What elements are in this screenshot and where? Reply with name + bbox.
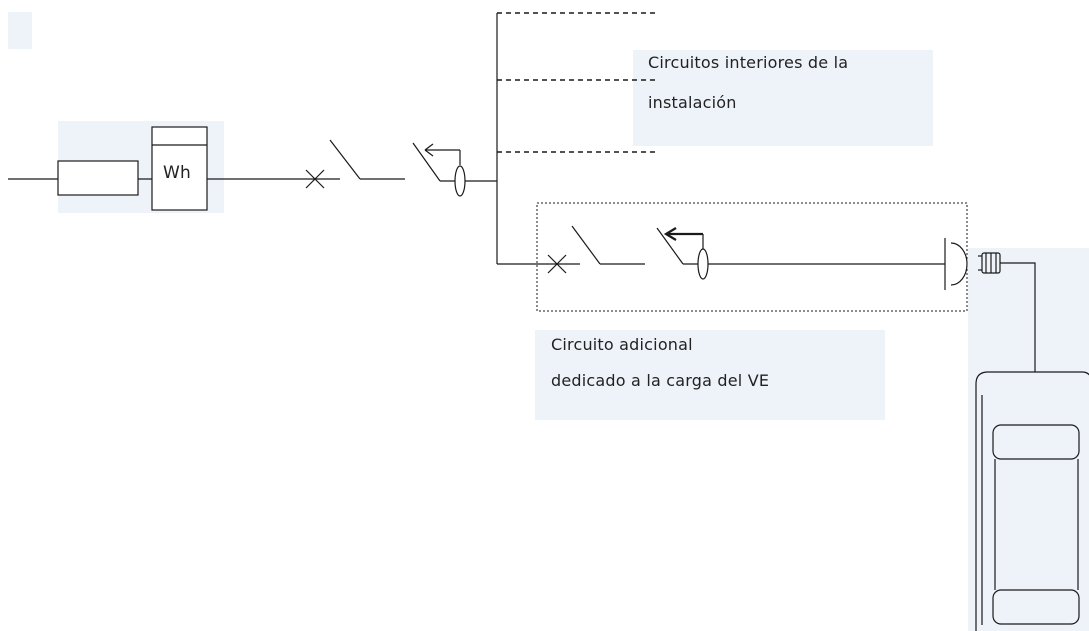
ev-switch-blade [571, 225, 601, 265]
diff-arrow-head-b [424, 149, 434, 157]
diff-arrow-head-a [424, 143, 434, 151]
ev-circuit-frame [536, 202, 968, 312]
fuse-symbol [57, 160, 139, 196]
meter-box [151, 126, 208, 211]
car-body [975, 371, 1089, 631]
additional-circuit-label-line2: dedicado a la carga del VE [551, 371, 770, 390]
interior-circuits-label-line1: Circuitos interiores de la [648, 53, 849, 72]
diff-sensor-coil [454, 165, 466, 197]
main-switch-blade [329, 139, 361, 180]
corner-tint [8, 12, 32, 49]
ev-diff-blade [656, 227, 684, 265]
charging-cable [1000, 262, 1036, 372]
meter-label: Wh [163, 163, 191, 183]
interior-circuits-label-line2: instalación [648, 93, 737, 112]
ev-diff-sensor-coil [697, 248, 709, 280]
interior-label-tint [633, 50, 933, 146]
additional-circuit-label-line1: Circuito adicional [551, 335, 693, 354]
car-tint [968, 248, 1089, 631]
breaker-x-b [305, 169, 325, 189]
car-rear-window [992, 589, 1080, 625]
ev-breaker-x-b [547, 254, 567, 274]
additional-label-tint [535, 330, 885, 420]
socket-cup [950, 242, 968, 286]
ev-diff-arrow-head [663, 227, 677, 241]
car-windshield [992, 424, 1080, 460]
diff-switch-blade [412, 142, 441, 182]
